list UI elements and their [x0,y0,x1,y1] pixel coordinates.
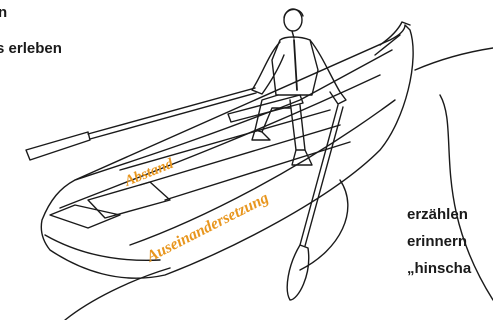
top-left-text-line-1: n [0,4,7,22]
label-auseinandersetzung: Auseinandersetzung [143,189,271,266]
top-left-text-line-2: s erleben [0,40,62,58]
label-abstand: Abstand [122,156,177,190]
bottom-right-text-line-2: erinnern [407,233,467,251]
bottom-right-text-line-3: „hinscha [407,260,471,278]
bottom-right-text-line-1: erzählen [407,206,468,224]
